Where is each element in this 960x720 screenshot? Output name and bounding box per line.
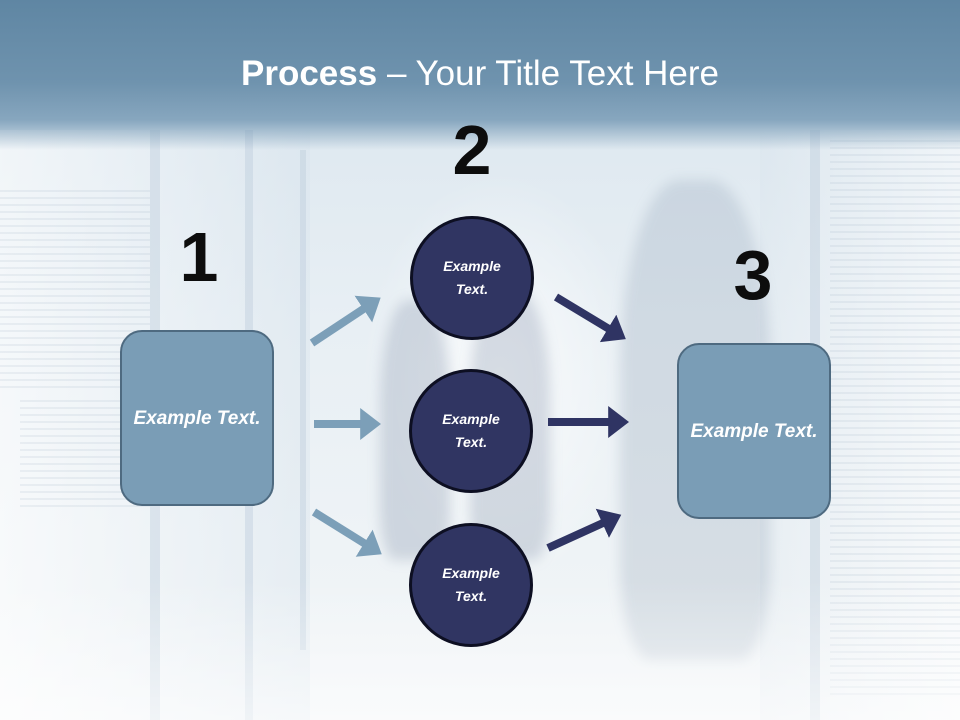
step-number-1: 1 [179,218,219,296]
left-box-text: Example Text. [133,407,261,429]
arrow-left-to-top [309,295,381,347]
arrow-top-to-right [553,293,626,343]
header-band [0,0,960,150]
top-circle-text: Example Text. [443,258,501,297]
middle-circle-text: Example Text. [442,411,500,450]
middle-circle: Example Text. [409,369,533,493]
arrow-left-to-bottom [311,508,382,557]
left-box: Example Text. [120,330,274,506]
title-rest: – Your Title Text Here [377,54,719,93]
arrow-bottom-to-right [546,508,622,552]
right-box-text: Example Text. [690,420,818,442]
step-number-2: 2 [452,111,492,189]
title-bold: Process [241,54,378,93]
slide-title: Process – Your Title Text Here [0,52,960,96]
top-circle: Example Text. [410,216,534,340]
bottom-circle: Example Text. [409,523,533,647]
bottom-circle-text: Example Text. [442,565,500,604]
step-number-3: 3 [733,236,773,314]
right-box: Example Text. [677,343,831,519]
